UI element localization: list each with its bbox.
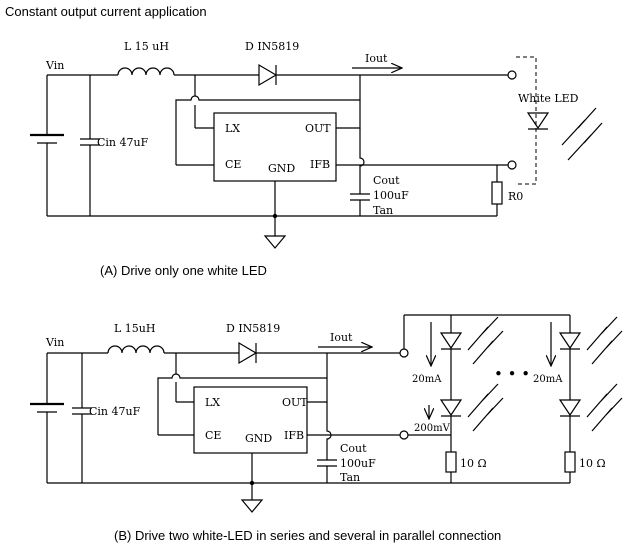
current-left-label: 20mA	[412, 374, 442, 385]
pin-ce: CE	[205, 429, 221, 442]
res-left-label: 10 Ω	[460, 457, 487, 470]
light-arrows	[586, 383, 623, 432]
diode-symbol	[258, 63, 278, 87]
cout-label: Cout	[340, 442, 367, 455]
ic-chip	[193, 386, 308, 454]
led-label: White LED	[518, 92, 579, 105]
iout-label: Iout	[330, 331, 353, 344]
current-right-label: 20mA	[533, 374, 563, 385]
led-symbol	[439, 399, 463, 417]
ground-symbol	[263, 235, 287, 249]
wire	[359, 128, 365, 194]
vin-label: Vin	[45, 59, 64, 72]
led-symbol	[558, 399, 582, 417]
wire	[326, 402, 332, 460]
inductor-symbol	[117, 67, 175, 76]
vin-label: Vin	[45, 336, 64, 349]
inductor-label: L 15uH	[114, 322, 155, 335]
cin-label: Cin 47uF	[97, 136, 149, 149]
cout-label: Cout	[373, 174, 400, 187]
pin-lx: LX	[225, 122, 240, 135]
inductor-symbol	[107, 345, 165, 354]
wire	[175, 95, 361, 165]
light-arrows	[561, 107, 603, 161]
pin-ifb: IFB	[284, 429, 304, 442]
inductor-label: L 15 uH	[124, 40, 169, 53]
pin-ifb: IFB	[310, 158, 330, 171]
led-symbol	[558, 332, 582, 350]
resistor-r0	[491, 181, 503, 205]
feedback-terminal	[507, 160, 517, 170]
pin-lx: LX	[205, 396, 220, 409]
cout-value: 100uF	[373, 189, 409, 202]
r0-label: R0	[508, 190, 523, 203]
pin-out: OUT	[282, 396, 308, 409]
led-symbol	[526, 112, 550, 130]
caption-a: (A) Drive only one white LED	[100, 263, 267, 278]
page-title: Constant output current application	[5, 4, 207, 19]
cout-type: Tan	[340, 471, 360, 484]
pin-out: OUT	[305, 122, 331, 135]
ground-symbol	[240, 499, 264, 513]
cout-type: Tan	[373, 204, 393, 217]
res-right-label: 10 Ω	[579, 457, 606, 470]
iout-label: Iout	[365, 52, 388, 65]
wire	[157, 373, 328, 435]
light-arrows	[467, 316, 504, 365]
cin-label: Cin 47uF	[89, 405, 141, 418]
pin-ce: CE	[225, 158, 241, 171]
light-arrows	[586, 316, 623, 365]
current-total-label: 200mV	[414, 423, 451, 434]
cout-value: 100uF	[340, 457, 376, 470]
led-symbol	[439, 332, 463, 350]
diode-label: D IN5819	[226, 322, 280, 335]
light-arrows	[467, 383, 504, 432]
resistor-left	[445, 451, 457, 473]
feedback-terminal	[399, 430, 409, 440]
pin-gnd: GND	[245, 432, 272, 445]
circuit-a: Vin L 15 uH D IN5819 Iout Cin 47uF LX OU…	[30, 40, 603, 278]
circuit-b: Vin L 15uH D IN5819 Iout Cin 47uF LX OUT…	[30, 314, 623, 543]
caption-b: (B) Drive two white-LED in series and se…	[114, 528, 501, 543]
diode-symbol	[238, 341, 258, 365]
ellipsis: • • •	[494, 365, 530, 383]
diode-label: D IN5819	[245, 40, 299, 53]
output-terminal	[399, 348, 409, 358]
resistor-right	[564, 451, 576, 473]
output-terminal	[507, 70, 517, 80]
pin-gnd: GND	[268, 162, 295, 175]
led-dashed-box	[516, 56, 537, 185]
